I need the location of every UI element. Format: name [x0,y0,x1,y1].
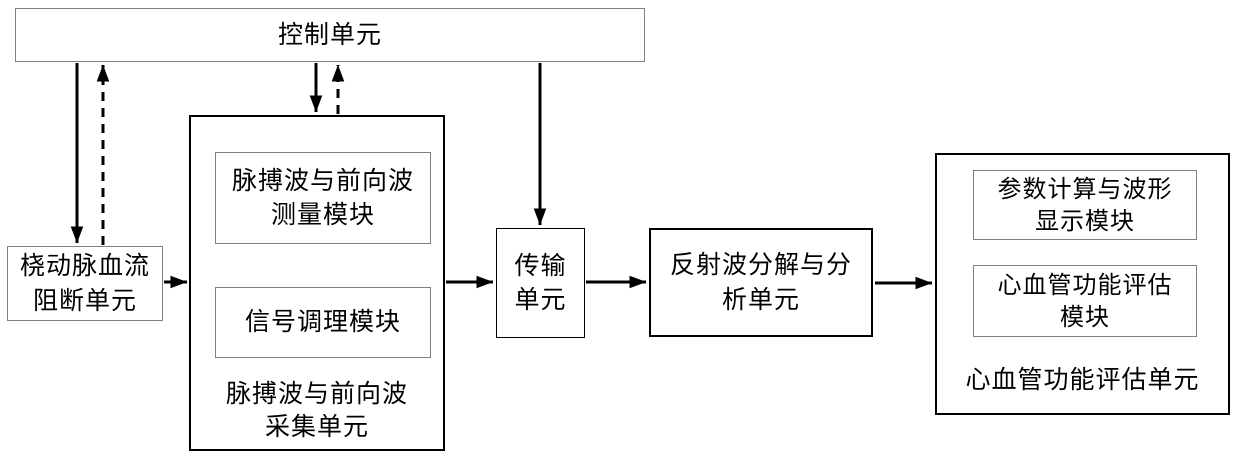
control-unit-label: 控制单元 [277,19,382,49]
occlusion-unit-label-line1: 桡动脉血流 [19,251,150,280]
signal-module-box: 信号调理模块 [215,287,431,358]
collection-unit-caption-line1: 脉搏波与前向波 [225,379,408,408]
param-module-box: 参数计算与波形 显示模块 [973,170,1197,240]
collection-unit-caption: 脉搏波与前向波 采集单元 [189,377,445,443]
transmission-unit-label-line2: 单元 [514,285,567,314]
measurement-module-label-line2: 测量模块 [270,200,375,229]
control-unit-box: 控制单元 [15,8,645,62]
eval-module-box: 心血管功能评估 模块 [973,265,1197,337]
signal-module-label: 信号调理模块 [244,307,401,337]
param-module-label-line1: 参数计算与波形 [997,174,1173,203]
evaluation-unit-caption-label: 心血管功能评估单元 [965,365,1200,394]
transmission-unit-box: 传输 单元 [496,228,585,338]
eval-module-label-line1: 心血管功能评估 [997,270,1173,299]
reflection-unit-label-line1: 反射波分解与分 [669,250,852,279]
transmission-unit-label-line1: 传输 [514,250,567,280]
measurement-module-label-line1: 脉搏波与前向波 [231,165,414,195]
evaluation-unit-caption: 心血管功能评估单元 [935,363,1230,396]
collection-unit-caption-line2: 采集单元 [264,412,369,441]
occlusion-unit-label-line2: 阻断单元 [32,285,137,315]
reflection-unit-box: 反射波分解与分 析单元 [649,228,873,337]
occlusion-unit-box: 桡动脉血流 阻断单元 [7,246,163,321]
measurement-module-box: 脉搏波与前向波 测量模块 [215,152,431,244]
param-module-label-line2: 显示模块 [1035,207,1135,235]
reflection-unit-label-line2: 析单元 [721,284,800,314]
eval-module-label-line2: 模块 [1060,303,1110,331]
